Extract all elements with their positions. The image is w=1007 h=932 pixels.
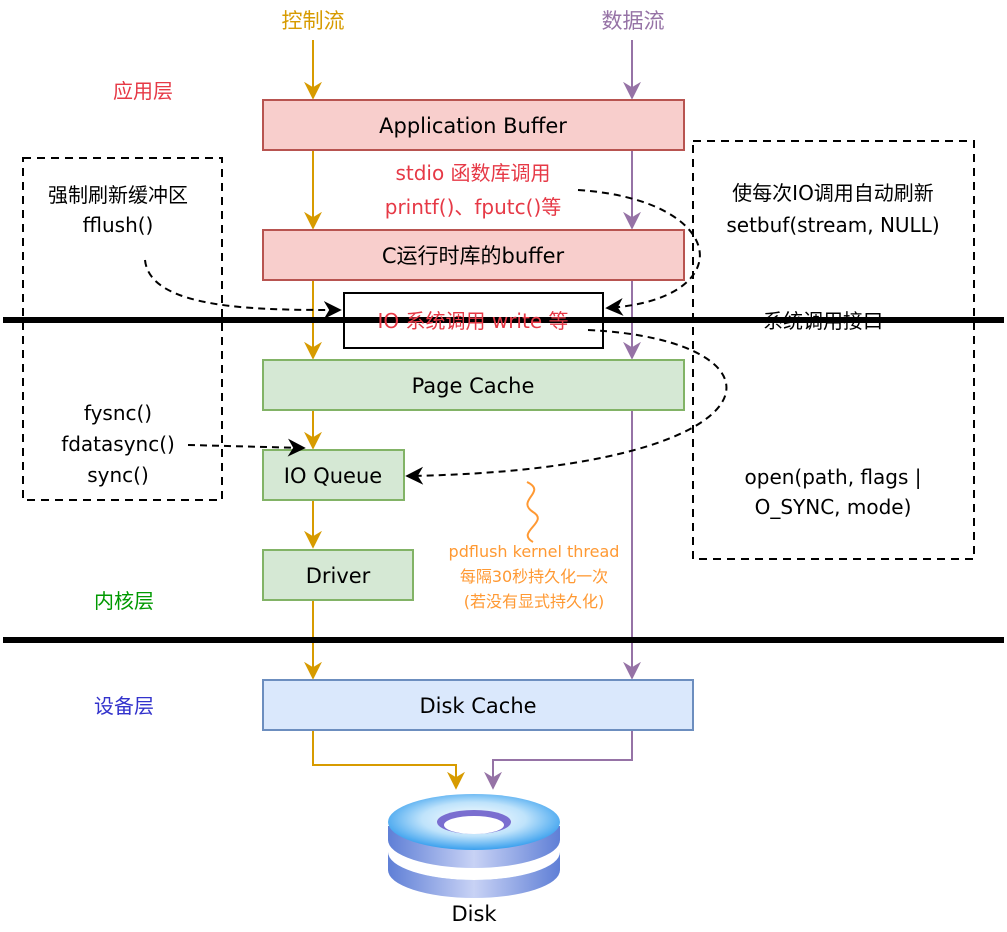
device-layer-label: 设备层 bbox=[94, 694, 154, 718]
syscall-interface-label: 系统调用接口 bbox=[763, 309, 883, 333]
fsync-line3: sync() bbox=[87, 463, 149, 487]
setbuf-arrow bbox=[577, 189, 701, 316]
disk-cache-box bbox=[262, 679, 694, 731]
stdio-annotation-line2: printf()、fputc()等 bbox=[385, 195, 562, 219]
data-flow-arrows bbox=[484, 40, 641, 790]
fsync-line1: fysnc() bbox=[84, 401, 152, 425]
app-buffer-box bbox=[262, 99, 685, 151]
disk-cache-label: Disk Cache bbox=[419, 694, 536, 718]
app-buffer-label: Application Buffer bbox=[379, 114, 567, 138]
io-queue-box bbox=[262, 449, 405, 501]
open-sync-line1: open(path, flags | bbox=[745, 465, 922, 489]
io-syscall-label: IO 系统调用 write 等 bbox=[378, 309, 569, 333]
auto-flush-group bbox=[692, 140, 975, 560]
auto-flush-line1: 使每次IO调用自动刷新 bbox=[732, 181, 934, 205]
force-flush-line2: fflush() bbox=[83, 213, 154, 237]
pdflush-line2: 每隔30秒持久化一次 bbox=[460, 567, 608, 586]
stdio-annotation-line1: stdio 函数库调用 bbox=[395, 161, 550, 185]
driver-label: Driver bbox=[306, 564, 371, 588]
open-sync-arrow bbox=[405, 329, 728, 485]
pdflush-squiggle-icon bbox=[526, 481, 539, 543]
driver-box bbox=[262, 549, 414, 601]
kernel-layer-label: 内核层 bbox=[94, 589, 154, 613]
force-flush-group bbox=[22, 157, 223, 501]
app-layer-label: 应用层 bbox=[113, 79, 173, 103]
fsync-line2: fdatasync() bbox=[61, 432, 175, 456]
pdflush-line3: (若没有显式持久化) bbox=[464, 592, 605, 611]
c-runtime-buffer-label: C运行时库的buffer bbox=[382, 244, 565, 268]
control-flow-label: 控制流 bbox=[282, 9, 345, 33]
data-flow-label: 数据流 bbox=[602, 9, 665, 33]
page-cache-label: Page Cache bbox=[412, 374, 535, 398]
c-runtime-buffer-box bbox=[262, 229, 685, 281]
fsync-arrow bbox=[187, 438, 306, 457]
disk-icon bbox=[388, 794, 560, 898]
pdflush-line1: pdflush kernel thread bbox=[449, 542, 620, 561]
io-queue-label: IO Queue bbox=[284, 464, 382, 488]
force-flush-line1: 强制刷新缓冲区 bbox=[48, 183, 188, 207]
fflush-arrow bbox=[144, 259, 342, 319]
dashed-arrows bbox=[144, 189, 728, 485]
control-flow-arrows bbox=[304, 40, 465, 790]
disk-label: Disk bbox=[451, 902, 497, 926]
page-cache-box bbox=[262, 359, 685, 411]
open-sync-line2: O_SYNC, mode) bbox=[755, 495, 912, 519]
auto-flush-line2: setbuf(stream, NULL) bbox=[726, 213, 939, 237]
